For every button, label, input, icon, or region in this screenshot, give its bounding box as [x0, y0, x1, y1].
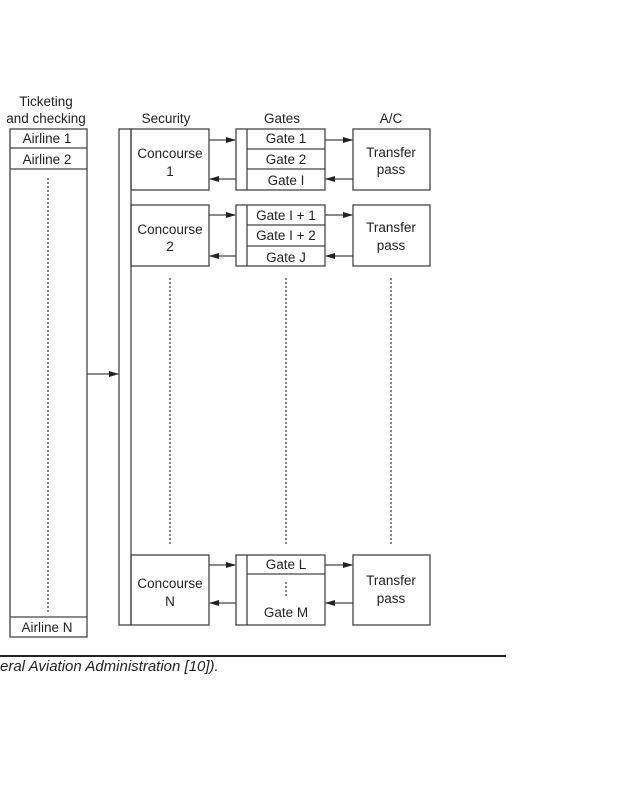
ac-1-label: Transfer: [366, 145, 416, 160]
gates-n-box: [235, 554, 326, 626]
gate-label: Gate I: [268, 173, 305, 188]
gate-label: Gate I + 2: [256, 228, 316, 243]
gates-2-box: [235, 204, 326, 267]
ac-2-label: Transfer: [366, 220, 416, 235]
airline-n: Airline N: [21, 620, 72, 635]
header-security: Security: [142, 111, 191, 126]
ac-n-label: Transfer: [366, 573, 416, 588]
header-ac: A/C: [380, 111, 403, 126]
security-bar: [118, 128, 132, 626]
gates-1-box: [235, 128, 326, 191]
ac-n-box: [352, 554, 431, 626]
ac-2-box: [352, 204, 431, 267]
concourse-2-label: Concourse: [137, 222, 202, 237]
concourse-1-label: Concourse: [137, 146, 202, 161]
ac-n-label-2: pass: [377, 591, 406, 606]
concourse-2-box: [130, 204, 210, 267]
gate-label: Gate 1: [266, 131, 307, 146]
gate-label: Gate L: [266, 557, 307, 572]
gate-label: Gate M: [264, 605, 308, 620]
header-checking: and checking: [6, 111, 86, 126]
concourse-2-number: 2: [166, 239, 174, 254]
ac-1-box: [352, 128, 431, 191]
concourse-1-box: [130, 128, 210, 191]
ac-1-label-2: pass: [377, 162, 406, 177]
header-ticketing: Ticketing: [19, 94, 73, 109]
airline-2: Airline 2: [23, 152, 72, 167]
gate-label: Gate I + 1: [256, 208, 316, 223]
ac-2-label-2: pass: [377, 238, 406, 253]
figure-caption: eral Aviation Administration [10]).: [0, 658, 219, 675]
concourse-n-box: [130, 554, 210, 626]
header-gates: Gates: [264, 111, 300, 126]
ticketing-column: [9, 128, 88, 638]
caption-rule: [0, 655, 506, 657]
concourse-n-number: N: [165, 594, 175, 609]
concourse-n-label: Concourse: [137, 576, 202, 591]
airline-1: Airline 1: [23, 131, 72, 146]
concourse-1-number: 1: [166, 164, 174, 179]
gate-label: Gate J: [266, 250, 306, 265]
gate-label: Gate 2: [266, 152, 307, 167]
